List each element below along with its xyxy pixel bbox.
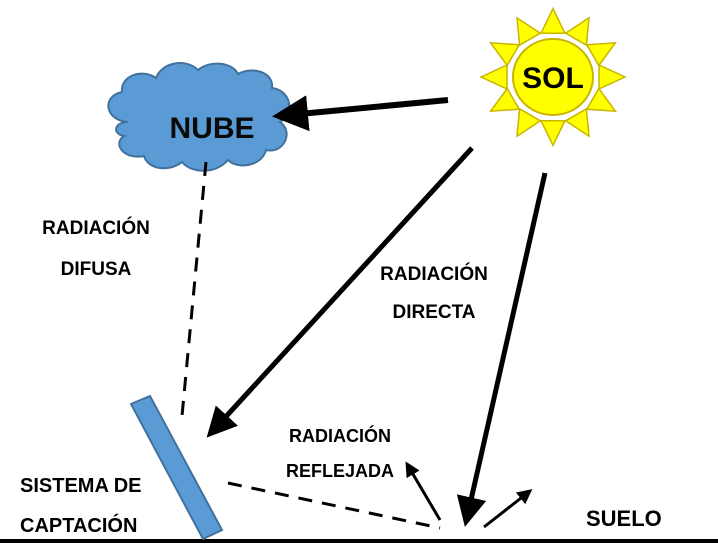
collector-label-line2: CAPTACIÓN — [20, 513, 137, 537]
direct-radiation-arrow — [206, 146, 474, 438]
reflected-label-line2: REFLEJADA — [286, 461, 394, 481]
sun-ray — [516, 16, 542, 47]
reflection-arrow-right — [483, 489, 533, 529]
sun-ray — [489, 41, 521, 67]
diffuse-radiation-line — [180, 161, 208, 417]
diffuse-label-line2: DIFUSA — [61, 259, 132, 280]
collector-panel — [129, 394, 224, 541]
sun-ray — [598, 63, 627, 91]
sun-ray — [479, 63, 508, 91]
sun-ray — [564, 16, 590, 47]
collector-label-line1: SISTEMA DE — [20, 475, 142, 497]
reflected-radiation-line — [227, 481, 441, 530]
sun-ray — [516, 107, 542, 138]
sun-ray — [585, 87, 617, 113]
ground-label: SUELO — [586, 506, 662, 531]
sun-label: SOL — [522, 62, 584, 95]
direct-label-line1: RADIACIÓN — [380, 263, 488, 285]
sun-ray — [489, 87, 521, 113]
cloud-label: NUBE — [169, 112, 254, 145]
reflection-arrow-left — [405, 461, 442, 521]
direct-label-line2: DIRECTA — [392, 302, 475, 323]
sun-to-cloud-arrow — [272, 95, 449, 132]
reflected-label-line1: RADIACIÓN — [289, 425, 391, 446]
sun-to-ground-arrow — [456, 172, 548, 527]
sun-ray — [539, 119, 567, 148]
sun-ray — [564, 107, 590, 138]
sun-icon — [479, 6, 627, 148]
sun-ray — [585, 41, 617, 67]
diffuse-label-line1: RADIACIÓN — [42, 217, 150, 239]
sun-ray — [539, 6, 567, 35]
